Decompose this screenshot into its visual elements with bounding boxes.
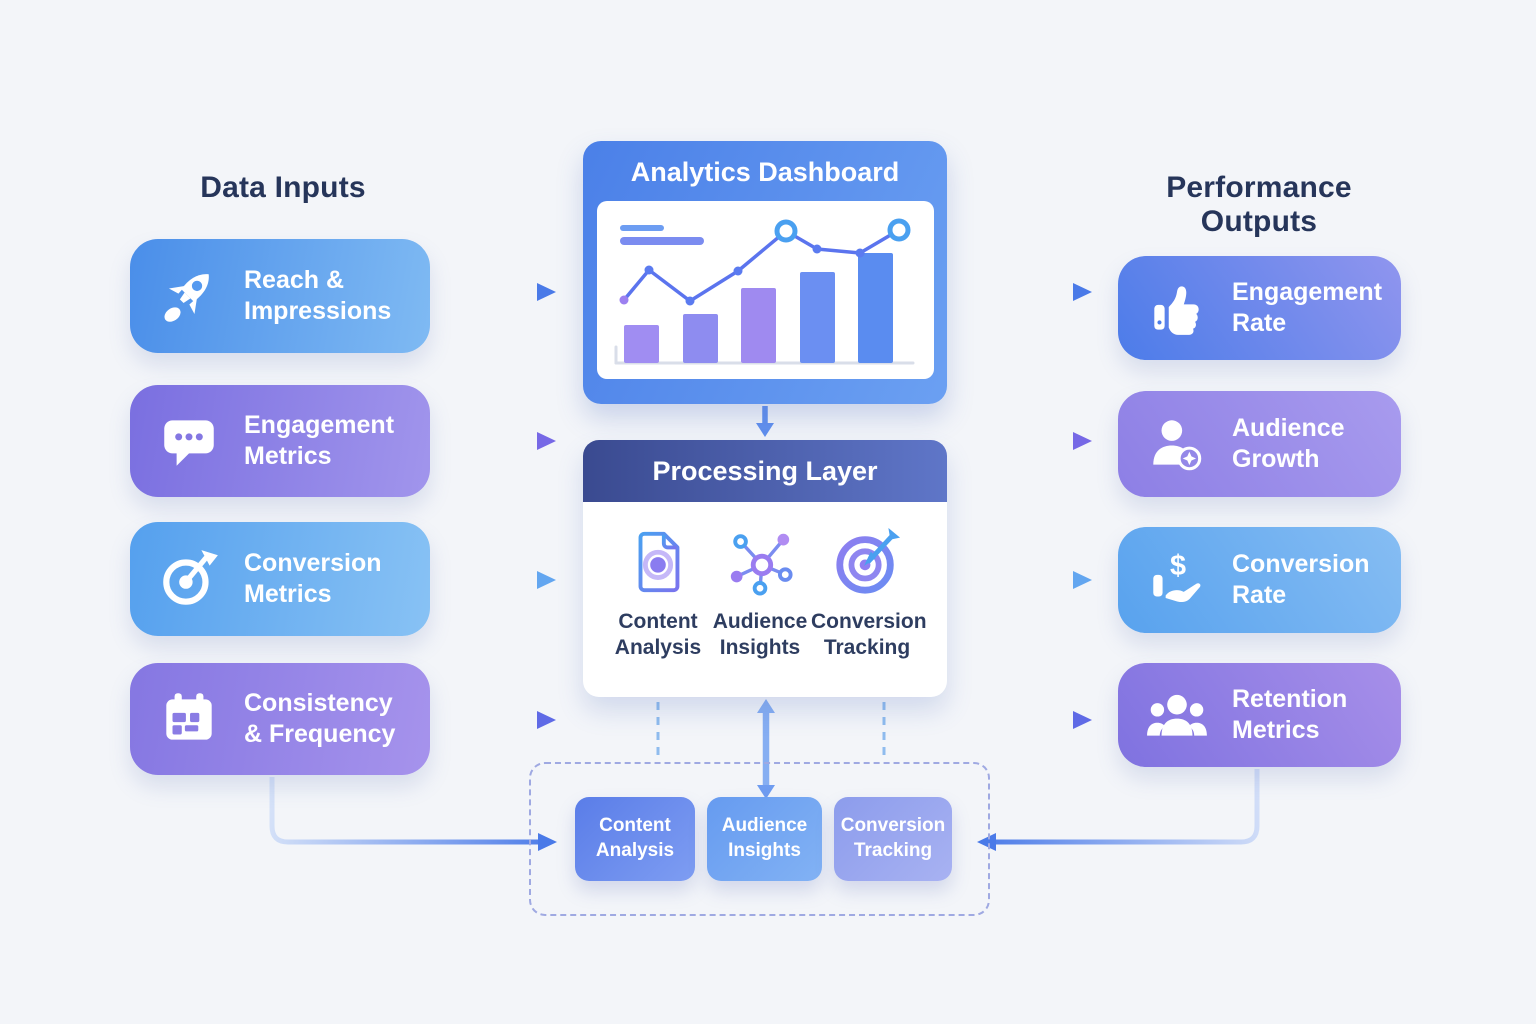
feedback-content-analysis-button[interactable]: Content Analysis bbox=[575, 797, 695, 881]
processing-item-content-analysis[interactable]: Content Analysis bbox=[607, 526, 709, 662]
output-card-label: Engagement Rate bbox=[1232, 277, 1383, 338]
network-nodes-icon bbox=[725, 533, 795, 600]
user-plus-icon bbox=[1144, 411, 1210, 477]
dashboard-chart-panel bbox=[597, 201, 934, 379]
chat-bubble-icon bbox=[156, 408, 222, 474]
bullseye-dart-icon bbox=[156, 546, 222, 612]
users-group-icon bbox=[1144, 682, 1210, 748]
input-card-label: Reach & Impressions bbox=[244, 265, 392, 326]
analytics-dashboard-card: Analytics Dashboard bbox=[583, 141, 947, 404]
processing-layer-title: Processing Layer bbox=[583, 440, 947, 502]
processing-item-audience-insights[interactable]: Audience Insights bbox=[709, 526, 811, 662]
processing-layer-card: Processing Layer Content Analysis Audien… bbox=[583, 440, 947, 697]
dollar-hand-icon: $ bbox=[1144, 547, 1210, 613]
arrow-output-engagement-rate bbox=[970, 283, 1092, 301]
input-card-label: Consistency & Frequency bbox=[244, 688, 396, 749]
input-card-conversion-metrics[interactable]: Conversion Metrics bbox=[130, 522, 430, 636]
output-card-engagement-rate[interactable]: Engagement Rate bbox=[1118, 256, 1401, 360]
processing-items: Content Analysis Audience Insights Con bbox=[583, 502, 947, 662]
arrow-output-audience-growth bbox=[970, 432, 1092, 450]
calendar-icon bbox=[156, 686, 222, 752]
input-card-engagement-metrics[interactable]: Engagement Metrics bbox=[130, 385, 430, 497]
arrow-output-conversion-rate bbox=[970, 571, 1092, 589]
output-card-conversion-rate[interactable]: $ Conversion Rate bbox=[1118, 527, 1401, 633]
output-card-retention-metrics[interactable]: Retention Metrics bbox=[1118, 663, 1401, 767]
arrow-input-reach bbox=[448, 283, 556, 301]
arrow-dashboard-to-processing bbox=[756, 406, 774, 437]
feedback-conversion-tracking-button[interactable]: Conversion Tracking bbox=[834, 797, 952, 881]
processing-item-conversion-tracking[interactable]: Conversion Tracking bbox=[811, 526, 927, 662]
svg-text:$: $ bbox=[1170, 550, 1186, 582]
input-card-label: Engagement Metrics bbox=[244, 410, 395, 471]
arrow-input-engagement bbox=[448, 432, 556, 450]
analytics-dashboard-title: Analytics Dashboard bbox=[630, 157, 900, 187]
connector-consistency-to-feedback bbox=[269, 777, 557, 851]
document-scan-icon bbox=[623, 531, 693, 600]
output-card-label: Conversion Rate bbox=[1232, 549, 1370, 610]
thumbs-up-icon bbox=[1144, 275, 1210, 341]
data-inputs-heading: Data Inputs bbox=[200, 171, 366, 204]
connector-retention-to-feedback bbox=[977, 769, 1260, 851]
dashboard-mini-chart bbox=[614, 218, 915, 365]
arrow-input-consistency bbox=[448, 711, 556, 729]
input-card-label: Conversion Metrics bbox=[244, 548, 382, 609]
performance-outputs-heading: Performance Outputs bbox=[1166, 171, 1352, 238]
input-card-reach-impressions[interactable]: Reach & Impressions bbox=[130, 239, 430, 353]
processing-item-label: Content Analysis bbox=[614, 610, 702, 660]
output-card-label: Audience Growth bbox=[1232, 413, 1345, 474]
arrow-input-conversion bbox=[448, 571, 556, 589]
output-card-audience-growth[interactable]: Audience Growth bbox=[1118, 391, 1401, 497]
processing-item-label: Audience Insights bbox=[712, 610, 808, 660]
rocket-icon bbox=[156, 263, 222, 329]
input-card-consistency-frequency[interactable]: Consistency & Frequency bbox=[130, 663, 430, 775]
arrow-output-retention bbox=[970, 711, 1092, 729]
output-card-label: Retention Metrics bbox=[1232, 684, 1348, 745]
target-arrow-icon bbox=[832, 527, 902, 600]
feedback-audience-insights-button[interactable]: Audience Insights bbox=[707, 797, 822, 881]
processing-item-label: Conversion Tracking bbox=[811, 610, 927, 660]
